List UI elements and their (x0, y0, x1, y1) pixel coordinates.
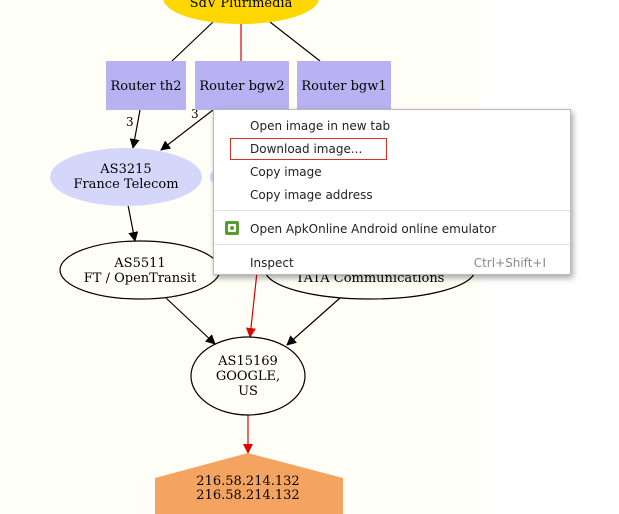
edge-label-th2: 3 (126, 115, 134, 129)
highlight-box (230, 138, 387, 160)
node-as5511-label-1: AS5511 (113, 256, 165, 271)
menu-separator (214, 244, 570, 245)
menu-item-label: Copy image address (250, 188, 373, 202)
menu-item-label: Inspect (250, 256, 294, 270)
node-router-th2 (106, 61, 186, 110)
node-as3215 (50, 148, 202, 206)
node-sdv-plurimedia (163, 0, 319, 24)
menu-item-shortcut: Ctrl+Shift+I (473, 256, 546, 270)
node-as3215-label-1: AS3215 (99, 162, 151, 177)
menu-item-label: Open image in new tab (250, 119, 391, 133)
menu-item-open-image-new-tab[interactable]: Open image in new tab (214, 115, 570, 137)
edge-top-bgw1 (269, 21, 321, 62)
menu-item-label: Open ApkOnline Android online emulator (250, 222, 497, 236)
context-menu: Open image in new tab Download image... … (213, 109, 571, 275)
node-router-bgw2 (195, 61, 289, 110)
node-as15169-label-1: AS15169 (217, 354, 278, 369)
node-as3215-label-2: France Telecom (73, 177, 178, 192)
node-sdv-plurimedia-label: SdV Plurimedia (190, 0, 293, 11)
menu-item-copy-image-address[interactable]: Copy image address (214, 184, 570, 206)
network-graph: 3 3 SdV Plurimedia Router th2 Router bgw… (50, 0, 476, 514)
edge-bgw2-as3215 (160, 109, 214, 151)
node-as5511-label-2: FT / OpenTransit (84, 271, 197, 286)
edge-label-bgw2: 3 (191, 107, 199, 121)
edge-as3215-as5511 (127, 204, 139, 242)
edge-top-th2 (171, 21, 214, 62)
node-router-bgw1-label: Router bgw1 (301, 79, 386, 94)
node-ip-label-2: 216.58.214.132 (196, 488, 299, 503)
menu-item-copy-image[interactable]: Copy image (214, 161, 570, 183)
node-router-th2-label: Router th2 (110, 79, 181, 94)
edge-red-to-as15169 (245, 271, 258, 338)
edge-as5511-as15169 (165, 297, 216, 345)
edge-th2-as3215 (129, 109, 141, 149)
edge-tata-as15169 (286, 297, 341, 346)
menu-item-apkonline[interactable]: Open ApkOnline Android online emulator (214, 218, 570, 240)
node-ip-label-1: 216.58.214.132 (196, 474, 299, 489)
apkonline-icon (225, 221, 239, 235)
menu-item-download-image[interactable]: Download image... (214, 138, 570, 160)
node-as15169-label-2: GOOGLE, (216, 369, 280, 384)
menu-item-label: Copy image (250, 165, 322, 179)
node-as15169-label-3: US (238, 384, 258, 399)
menu-separator (214, 210, 570, 211)
menu-item-inspect[interactable]: Inspect Ctrl+Shift+I (214, 252, 570, 274)
node-as15169 (190, 336, 306, 416)
node-ip (155, 453, 343, 514)
node-router-bgw2-label: Router bgw2 (199, 79, 284, 94)
menu-item-label: Download image... (250, 142, 363, 156)
node-router-bgw1 (297, 61, 391, 110)
